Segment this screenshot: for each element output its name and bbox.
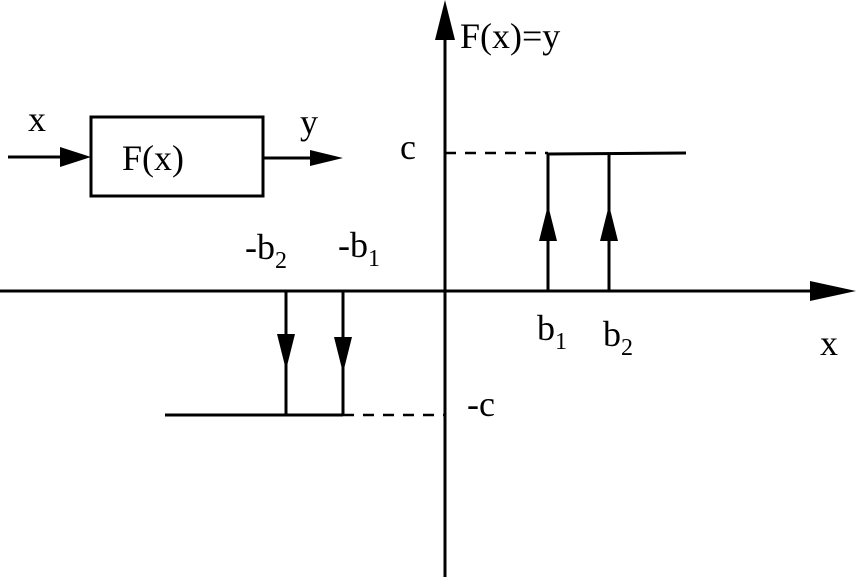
neg-b1-down-arrowhead	[334, 337, 352, 373]
block-input-label: x	[28, 99, 46, 139]
threshold-neg-b1-base: -b	[338, 225, 368, 265]
upper-level-line	[547, 151, 687, 156]
block-output-label: y	[300, 102, 318, 142]
output-arrowhead	[310, 150, 343, 166]
upper-level-label: c	[400, 127, 416, 167]
threshold-b1-sub: 1	[555, 329, 567, 355]
threshold-b1-label: b1	[537, 308, 567, 354]
b2-up-arrowhead	[600, 205, 618, 241]
neg-b2-down-arrowhead	[277, 334, 295, 370]
threshold-neg-b2-label: -b2	[245, 227, 287, 273]
threshold-b1-base: b	[537, 308, 555, 348]
threshold-neg-b2-sub: 2	[275, 248, 287, 274]
threshold-b2-label: b2	[603, 314, 633, 360]
threshold-neg-b2-base: -b	[245, 227, 275, 267]
lower-level-label: -c	[467, 384, 495, 424]
threshold-neg-b1-sub: 1	[368, 246, 380, 272]
y-axis-arrowhead	[435, 0, 455, 40]
x-axis-label: x	[820, 323, 838, 363]
threshold-b2-base: b	[603, 314, 621, 354]
x-axis-arrowhead	[810, 281, 856, 301]
b1-up-arrowhead	[539, 205, 557, 241]
threshold-b2-sub: 2	[621, 335, 633, 361]
y-axis-label: F(x)=y	[460, 16, 561, 56]
block-function-label: F(x)	[122, 138, 184, 178]
threshold-neg-b1-label: -b1	[338, 225, 380, 271]
input-arrowhead	[60, 147, 91, 167]
